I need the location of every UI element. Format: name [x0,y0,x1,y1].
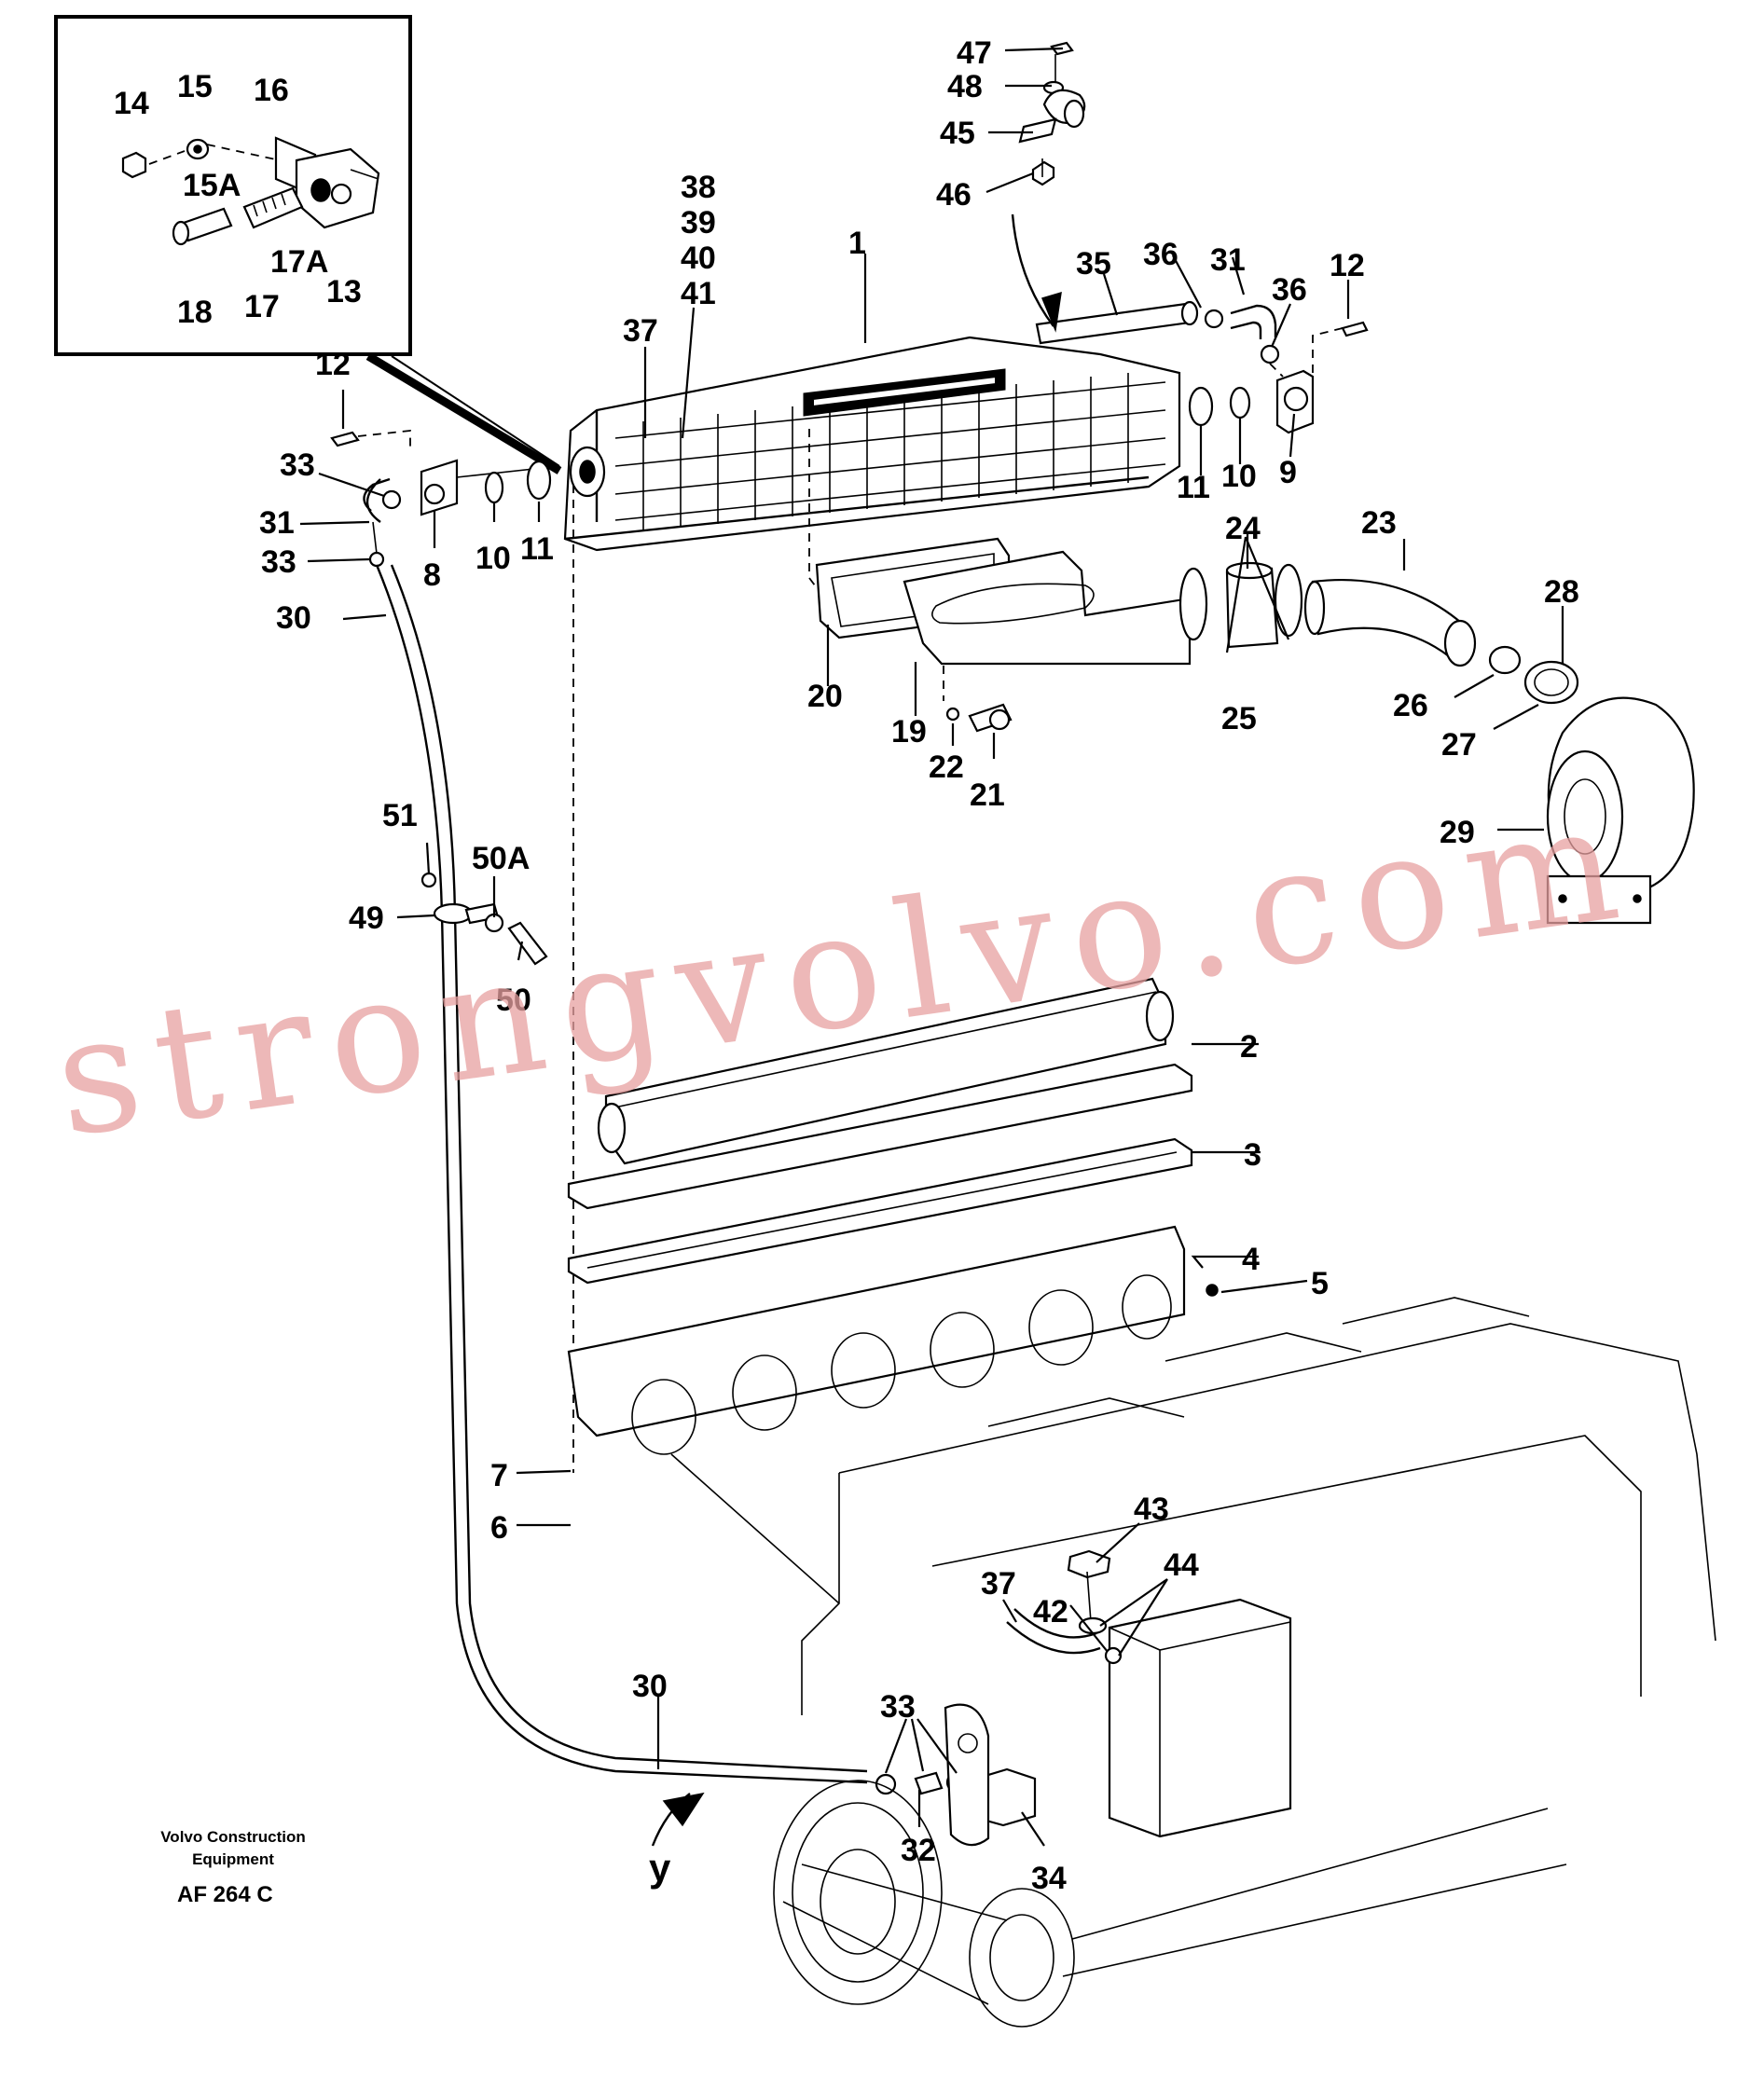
callout-10-right: 10 [1221,459,1257,494]
callout-38: 38 [681,170,716,205]
callout-41: 41 [681,276,716,311]
callout-21: 21 [970,777,1005,813]
callout-14: 14 [114,86,149,121]
intake-manifold [563,336,1181,1473]
callout-42: 42 [1033,1594,1068,1629]
callout-32: 32 [901,1833,936,1868]
callout-45: 45 [940,116,975,151]
callout-22: 22 [929,749,964,785]
callout-9: 9 [1279,455,1297,490]
callout-40: 40 [681,241,716,276]
callout-15: 15 [177,69,213,104]
callout-37-bottom: 37 [981,1566,1016,1602]
callout-3: 3 [1244,1137,1261,1173]
credit-line-1: Volvo Construction [160,1828,306,1846]
callout-26: 26 [1393,688,1428,723]
callout-12-right: 12 [1330,248,1365,283]
callout-31-left: 31 [259,505,295,541]
top-pipe-fitting [1018,41,1086,186]
detail-inset [54,15,562,474]
callout-30-bottom: 30 [632,1669,668,1704]
callout-39: 39 [681,205,716,241]
callout-labels: 1 2 3 4 5 6 7 8 9 10 10 11 11 12 12 13 1… [114,35,1579,1896]
callout-7: 7 [490,1458,508,1493]
view-letter-y: y [649,1846,671,1890]
drawing-credit: Volvo Construction Equipment AF 264 C [160,1828,306,1907]
callout-19: 19 [891,714,927,749]
callout-36-right: 36 [1272,272,1307,308]
turbo-connection-parts [808,429,1695,925]
callout-35: 35 [1076,246,1111,282]
callout-20: 20 [807,679,843,714]
callout-4: 4 [1242,1242,1260,1277]
callout-23: 23 [1361,505,1397,541]
callout-2: 2 [1240,1029,1258,1065]
callout-5: 5 [1311,1266,1329,1301]
callout-11-left: 11 [520,531,554,567]
leader-lines [299,47,1564,1847]
drawing-code: AF 264 C [177,1882,273,1907]
callout-1: 1 [848,226,866,261]
callout-36-left: 36 [1143,237,1178,272]
callout-8: 8 [423,557,441,593]
callout-46: 46 [936,177,972,213]
callout-6: 6 [490,1510,508,1546]
callout-33-bottom: 33 [880,1689,916,1725]
callout-49: 49 [349,901,384,936]
callout-48: 48 [947,69,983,104]
callout-17A: 17A [270,244,328,280]
callout-28: 28 [1544,574,1579,610]
left-end-cover-parts [330,429,560,568]
credit-line-2: Equipment [192,1850,274,1868]
engine-block [670,1297,1716,2028]
callout-33-upper: 33 [280,447,315,483]
callout-29: 29 [1440,815,1475,850]
callout-12-left: 12 [315,347,351,382]
callout-13: 13 [326,274,362,309]
callout-50: 50 [496,983,531,1018]
callout-37-top: 37 [623,313,658,349]
callout-27: 27 [1441,727,1477,763]
callout-34: 34 [1031,1861,1067,1896]
callout-10-left: 10 [475,541,511,576]
callout-16: 16 [254,73,289,108]
callout-33-lower: 33 [261,544,296,580]
callout-24: 24 [1225,511,1261,546]
callout-43: 43 [1134,1492,1169,1527]
right-end-cover-parts [1011,213,1369,434]
callout-11-right: 11 [1177,470,1210,505]
callout-51: 51 [382,798,418,833]
charge-air-cooler [567,977,1219,1455]
callout-17: 17 [244,289,280,324]
callout-30-top: 30 [276,600,311,636]
callout-15A: 15A [183,168,241,203]
callout-18: 18 [177,295,213,330]
callout-44: 44 [1164,1547,1199,1583]
callout-25: 25 [1221,701,1257,736]
callout-31-right: 31 [1210,242,1246,278]
callout-50A: 50A [472,841,530,876]
callout-47: 47 [957,35,992,71]
vent-pipe-30 [375,564,868,1847]
